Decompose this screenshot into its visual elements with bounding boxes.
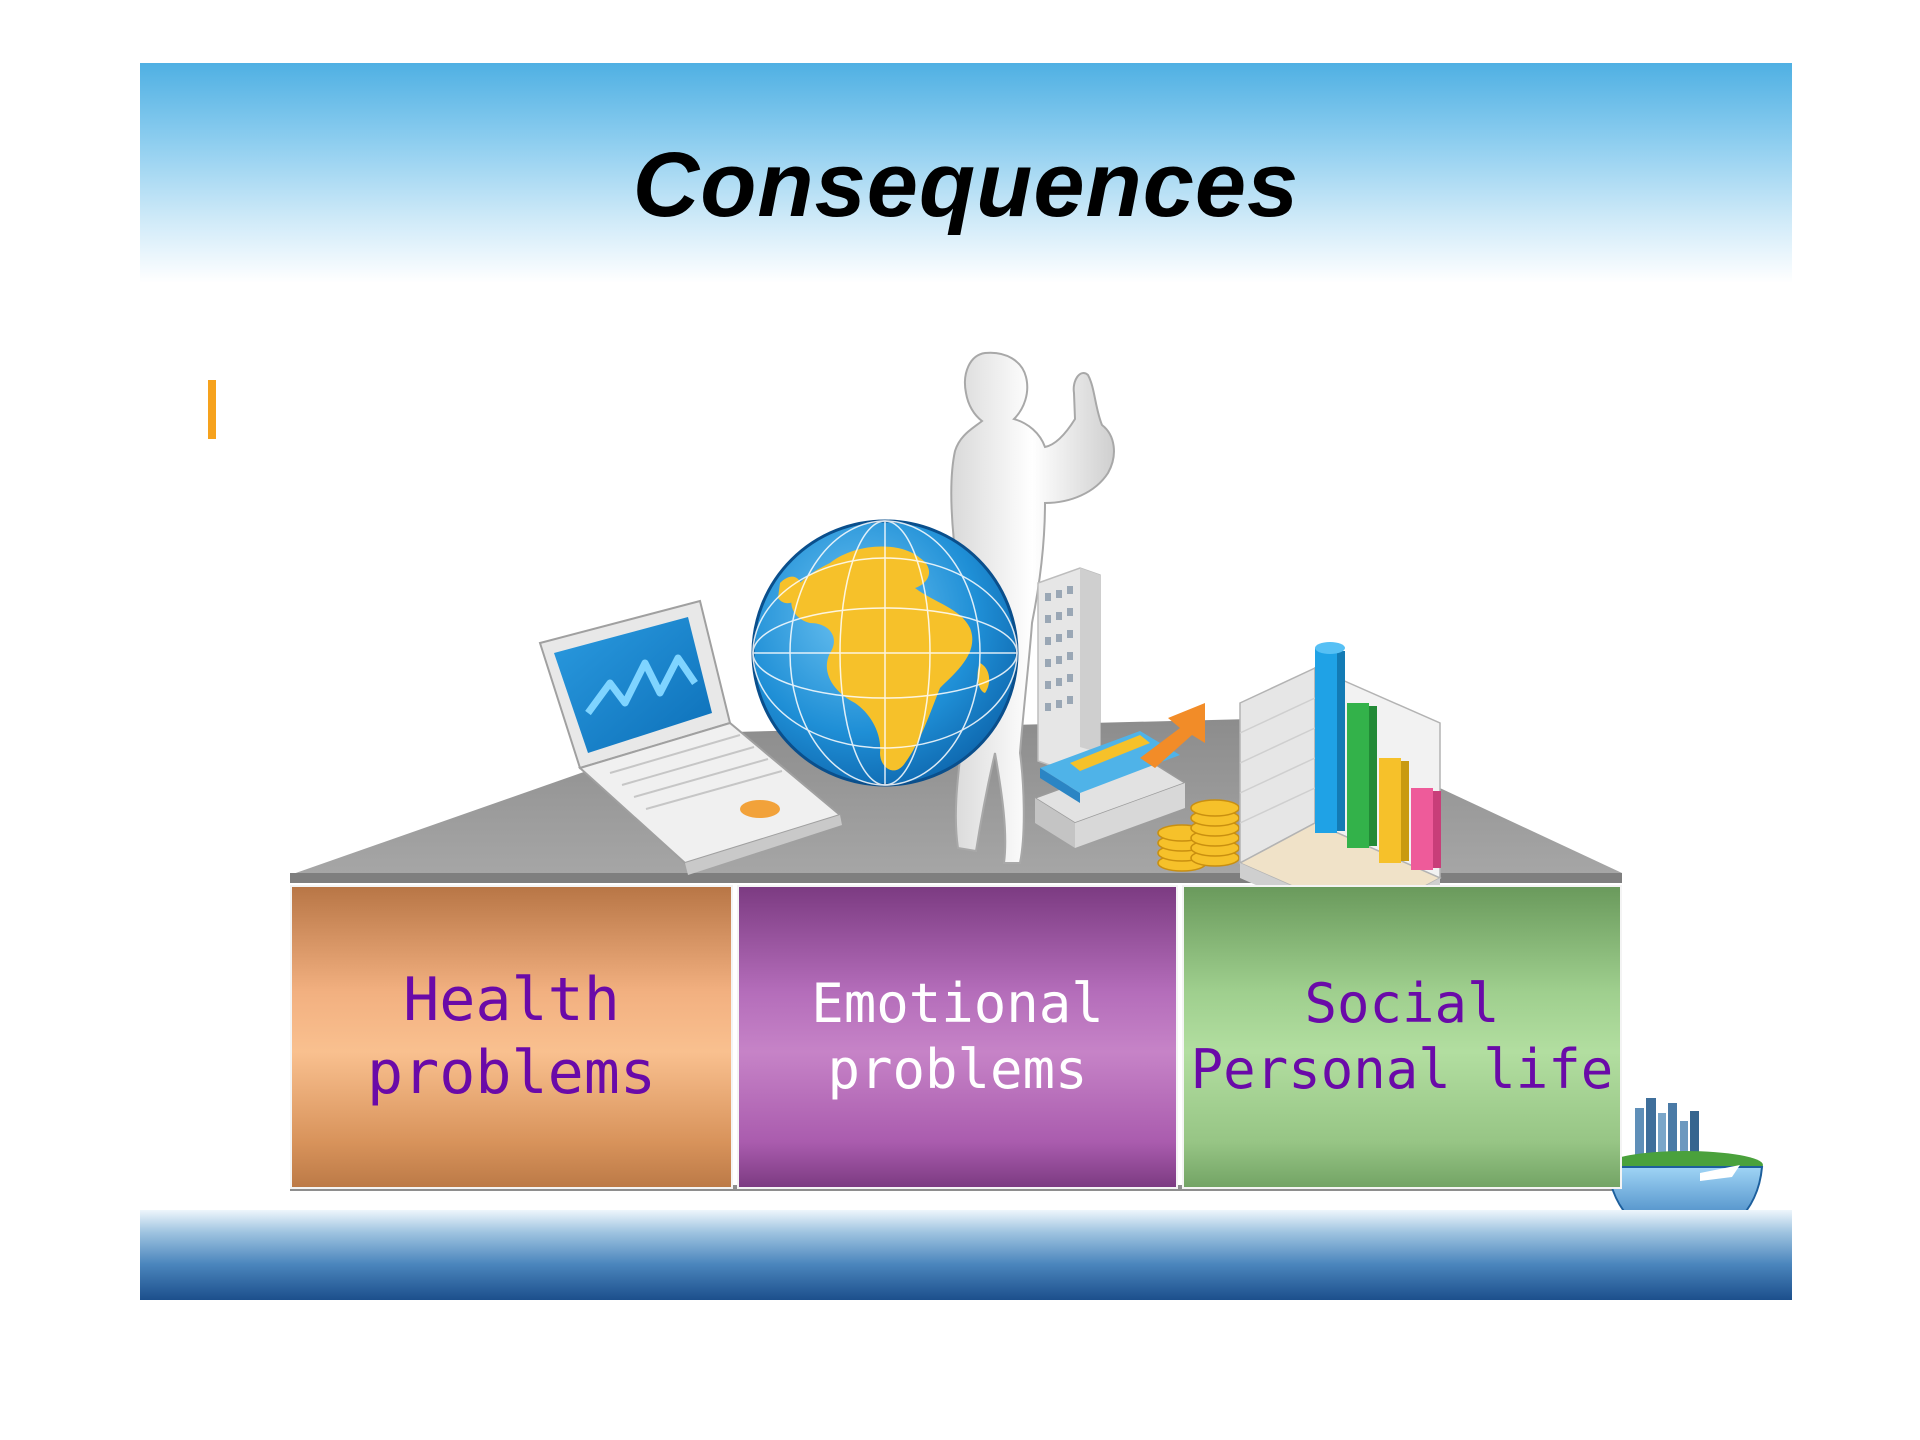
- health-problems-line2: problems: [367, 1038, 656, 1108]
- illustration: [290, 351, 1764, 1270]
- globe-icon: [751, 519, 1019, 787]
- health-problems-box: Health problems: [290, 885, 733, 1189]
- social-line2: Personal life: [1190, 1038, 1614, 1101]
- slide: Consequences: [140, 63, 1792, 1300]
- social-personal-life-box: Social Personal life: [1182, 885, 1622, 1189]
- rising-arrow-icon: [1140, 703, 1205, 768]
- consequence-boxes: Health problems Emotional problems Socia…: [290, 885, 1622, 1193]
- health-problems-line1: Health: [403, 964, 620, 1035]
- emotional-problems-box: Emotional problems: [737, 885, 1178, 1189]
- laptop-icon: [538, 599, 843, 875]
- gold-coins-icon: [1157, 799, 1240, 872]
- person-silhouette-icon: [950, 351, 1115, 864]
- slide-title: Consequences: [632, 134, 1300, 236]
- emotional-problems-line1: Emotional: [811, 972, 1104, 1036]
- bullet-marker: [208, 380, 216, 439]
- social-line1: Social: [1304, 972, 1500, 1036]
- emotional-problems-line2: problems: [827, 1038, 1088, 1101]
- header-band: [140, 63, 1792, 283]
- building-icon: [1037, 567, 1101, 769]
- footer-ocean-band: [140, 1210, 1792, 1300]
- books-icon: [1033, 731, 1187, 848]
